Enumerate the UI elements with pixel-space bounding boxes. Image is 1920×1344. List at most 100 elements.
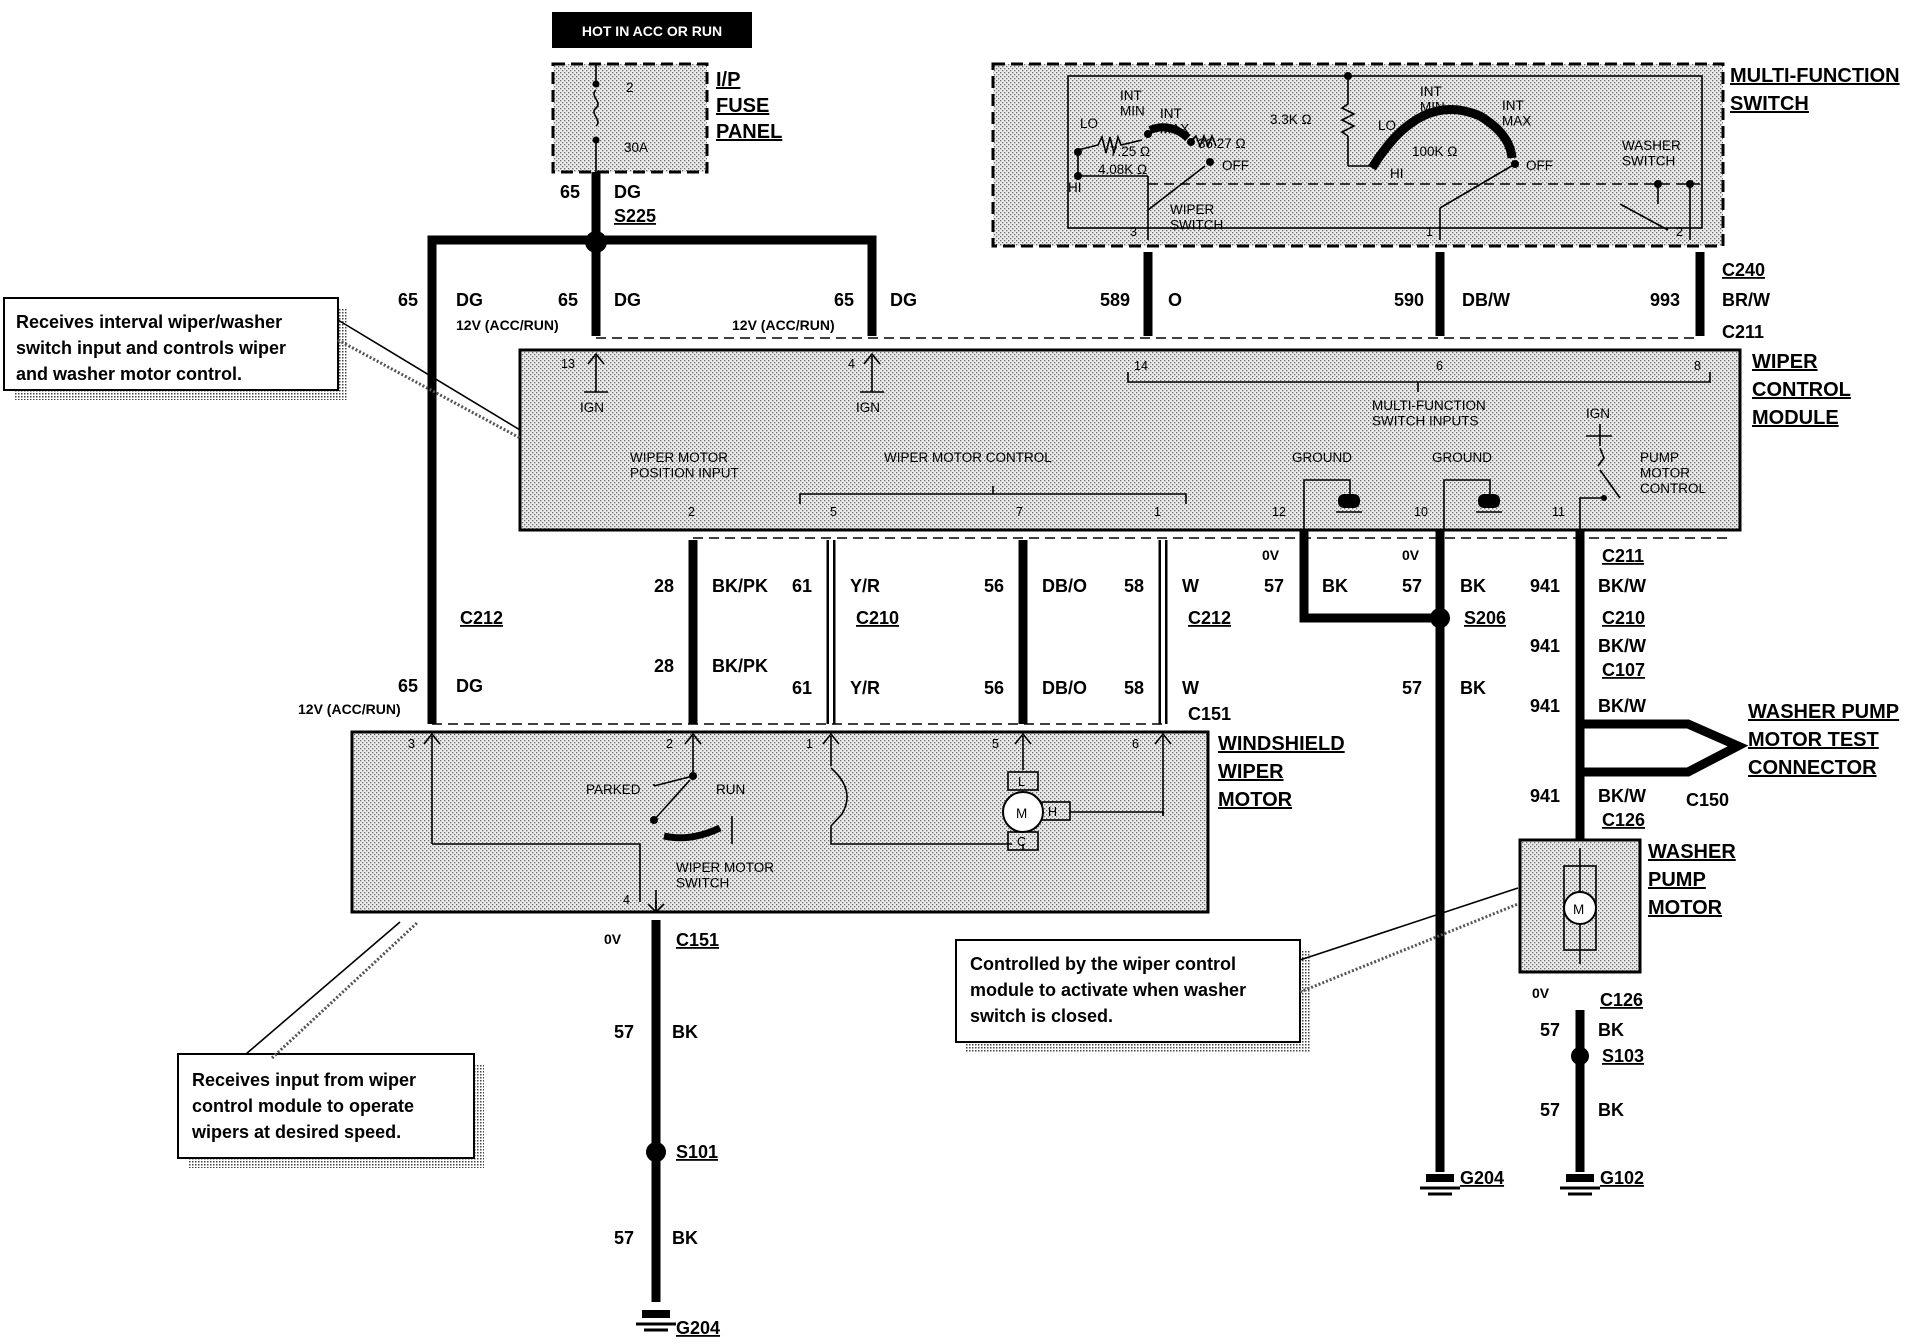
connector-c212-right: C212 bbox=[1188, 608, 1231, 628]
w61a-color: Y/R bbox=[850, 576, 880, 596]
motor-h: H bbox=[1048, 805, 1057, 819]
pump-note-line-2: module to activate when washer bbox=[970, 980, 1246, 1000]
test-connector-title-3: CONNECTOR bbox=[1748, 757, 1877, 779]
w589-color: O bbox=[1168, 290, 1182, 310]
w28b-color: BK/PK bbox=[712, 656, 768, 676]
mf-hi-right: HI bbox=[1390, 166, 1404, 181]
w941d-color: BK/W bbox=[1598, 786, 1646, 806]
splice-s101-label: S101 bbox=[676, 1142, 718, 1162]
motor-note-callout: Receives input from wiper control module… bbox=[177, 920, 484, 1168]
ground-g204-middle: G204 bbox=[1460, 1168, 1504, 1188]
w65-left-circuit: 65 bbox=[398, 290, 418, 310]
mf-r-33k: 3.3K Ω bbox=[1270, 112, 1312, 127]
motor-note-line-2: control module to operate bbox=[192, 1096, 414, 1116]
motor-note-line-3: wipers at desired speed. bbox=[191, 1122, 401, 1142]
connector-c151-bot: C151 bbox=[676, 930, 719, 950]
w57b-color: BK bbox=[1460, 576, 1486, 596]
mf-pin-1: 1 bbox=[1426, 225, 1433, 239]
module-ground-2: GROUND bbox=[1432, 450, 1492, 465]
w65-right-color: DG bbox=[890, 290, 917, 310]
motor-title-2: WIPER bbox=[1218, 761, 1284, 783]
fuse-panel: 2 30A I/P FUSE PANEL bbox=[551, 62, 782, 174]
w941a-color: BK/W bbox=[1598, 576, 1646, 596]
pump-note-callout: Controlled by the wiper control module t… bbox=[955, 887, 1519, 1052]
middle-ground-g204: G204 bbox=[1420, 1168, 1504, 1196]
w58a-color: W bbox=[1182, 576, 1199, 596]
connector-c211-top: C211 bbox=[1722, 322, 1764, 342]
w941a-circuit: 941 bbox=[1530, 576, 1560, 596]
w941d-circuit: 941 bbox=[1530, 786, 1560, 806]
module-wm-control: WIPER MOTOR CONTROL bbox=[884, 450, 1052, 465]
fuse-number: 2 bbox=[626, 80, 634, 95]
w57g-color: BK bbox=[1598, 1020, 1624, 1040]
module-pin-13: 13 bbox=[561, 357, 575, 371]
washer-pump-motor-icon bbox=[1563, 891, 1597, 925]
pump-title-2: PUMP bbox=[1648, 869, 1706, 891]
windshield-wiper-motor: WINDSHIELD WIPER MOTOR 3 2 1 5 6 PARKED … bbox=[350, 730, 1345, 914]
hot-label: HOT IN ACC OR RUN bbox=[582, 23, 722, 39]
w65-low-circuit: 65 bbox=[398, 676, 418, 696]
w58a-circuit: 58 bbox=[1124, 576, 1144, 596]
mf-lo-right: LO bbox=[1378, 118, 1396, 133]
module-pin-7: 7 bbox=[1016, 505, 1023, 519]
splice-s206-label: S206 bbox=[1464, 608, 1506, 628]
w993-circuit: 993 bbox=[1650, 290, 1680, 310]
w57d-circuit: 57 bbox=[614, 1022, 634, 1042]
w58b-circuit: 58 bbox=[1124, 678, 1144, 698]
module-pin-10: 10 bbox=[1414, 505, 1428, 519]
w57d-color: BK bbox=[672, 1022, 698, 1042]
w57h-circuit: 57 bbox=[1540, 1100, 1560, 1120]
w57a-circuit: 57 bbox=[1264, 576, 1284, 596]
motor-run: RUN bbox=[716, 782, 745, 797]
mf-hi-left: HI bbox=[1068, 180, 1082, 195]
module-title-2: CONTROL bbox=[1752, 379, 1851, 401]
pump-title-1: WASHER bbox=[1648, 841, 1736, 863]
pump-m: M bbox=[1573, 902, 1584, 917]
motor-pin-6: 6 bbox=[1132, 737, 1139, 751]
w941b-circuit: 941 bbox=[1530, 636, 1560, 656]
module-title-1: WIPER bbox=[1752, 351, 1818, 373]
lower-left-ground-run: 0V C151 57 BK S101 57 BK G204 bbox=[604, 920, 720, 1338]
pump-note-line-3: switch is closed. bbox=[970, 1006, 1113, 1026]
resistor-3-3k-icon bbox=[1340, 103, 1356, 137]
mf-pin-2: 2 bbox=[1676, 225, 1683, 239]
motor-l: L bbox=[1018, 775, 1025, 789]
module-title-3: MODULE bbox=[1752, 407, 1839, 429]
motor-title-3: MOTOR bbox=[1218, 789, 1293, 811]
mf-off-right: OFF bbox=[1526, 158, 1553, 173]
w65-low-color: DG bbox=[456, 676, 483, 696]
washer-pump-motor: M WASHER PUMP MOTOR 0V C126 57 BK S103 5… bbox=[1518, 838, 1736, 1196]
mf-r-3627: 36.27 Ω bbox=[1198, 136, 1246, 151]
ground-g204-middle-icon bbox=[1420, 1174, 1460, 1196]
module-pin-2: 2 bbox=[688, 505, 695, 519]
w65-top-color: DG bbox=[614, 182, 641, 202]
module-pin-6: 6 bbox=[1436, 359, 1443, 373]
w61b-color: Y/R bbox=[850, 678, 880, 698]
ground-g102-icon bbox=[1560, 1174, 1600, 1196]
washer-contact-arc-icon bbox=[1368, 105, 1517, 171]
connector-c210: C210 bbox=[856, 608, 899, 628]
w65-top-circuit: 65 bbox=[560, 182, 580, 202]
w28a-color: BK/PK bbox=[712, 576, 768, 596]
w57b-volt: 0V bbox=[1402, 547, 1420, 563]
pump-title-3: MOTOR bbox=[1648, 897, 1723, 919]
splice-s103-dot bbox=[1571, 1047, 1589, 1065]
module-pin-12: 12 bbox=[1272, 505, 1286, 519]
w65-mid-color: DG bbox=[614, 290, 641, 310]
connector-c107: C107 bbox=[1602, 660, 1645, 680]
w61a-circuit: 61 bbox=[792, 576, 812, 596]
splice-s101-dot bbox=[646, 1142, 666, 1162]
w941c-circuit: 941 bbox=[1530, 696, 1560, 716]
module-pin-14: 14 bbox=[1134, 359, 1148, 373]
mf-lo-left: LO bbox=[1080, 116, 1098, 131]
mf-r-725: 7.25 Ω bbox=[1110, 144, 1150, 159]
connector-c210-right: C210 bbox=[1602, 608, 1645, 628]
middle-wires: 28 BK/PK 61 Y/R 56 DB/O 58 W C212 C210 C… bbox=[298, 530, 1899, 1172]
w57b-circuit: 57 bbox=[1402, 576, 1422, 596]
mf-off-left: OFF bbox=[1222, 158, 1249, 173]
motor-m: M bbox=[1016, 806, 1027, 821]
w58b-color: W bbox=[1182, 678, 1199, 698]
